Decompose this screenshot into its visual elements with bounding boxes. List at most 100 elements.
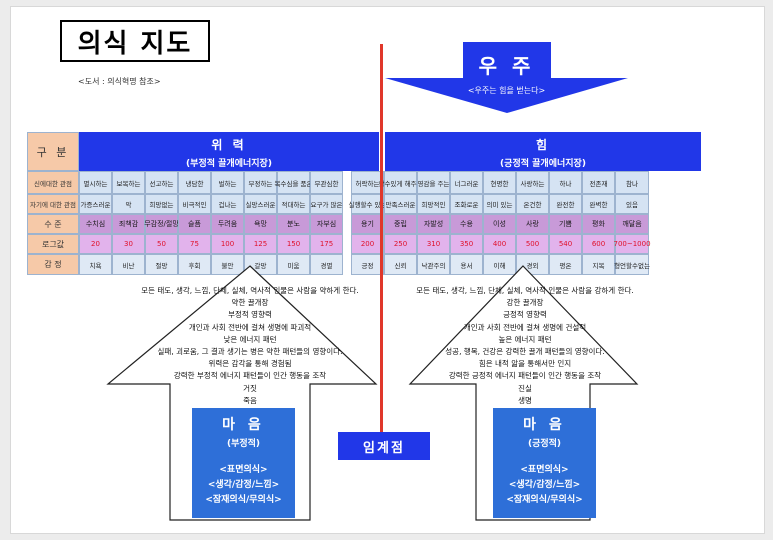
row-label: 신에대한 관점 <box>27 171 79 194</box>
table-cell: 가증스러운 <box>79 194 112 214</box>
table-cell: 비난 <box>112 254 145 275</box>
mind-positive-subtitle: (긍정적) <box>527 439 562 449</box>
row-label: 수 준 <box>27 214 79 234</box>
mind-positive-box: 마 음 (긍정적) <표면의식> <생각/감정/느낌> <잠재의식/무의식> <box>493 408 596 518</box>
table-cell: 비극적인 <box>178 194 211 214</box>
universe-arrow-shape <box>385 42 628 113</box>
table-cell: 죄책감 <box>112 214 145 234</box>
table-cell: 악 <box>112 194 145 214</box>
table-cell: 이성 <box>483 214 516 234</box>
info-line: 개인과 사회 전반에 걸쳐 생명에 건설적 <box>463 322 587 332</box>
info-line: 개인과 사회 전반에 걸쳐 생명에 파괴적 <box>188 322 312 332</box>
table-cell: 125 <box>244 234 277 254</box>
table-cell: 310 <box>417 234 450 254</box>
info-line: 강한 끌개장 <box>506 298 544 308</box>
table-cell: 슬픔 <box>178 214 211 234</box>
table-cell: 조화로운 <box>450 194 483 214</box>
table-cell: 평온 <box>549 254 582 275</box>
negative-info-list: 모든 태도, 생각, 느낌, 단체, 실체, 역사적 인물은 사람을 약하게 한… <box>100 285 400 407</box>
power-header: 힘 (긍정적 끌개에너지장) <box>385 132 701 171</box>
table-cell: 낙관주의 <box>417 254 450 275</box>
table-cell: 적대하는 <box>277 194 310 214</box>
force-subtitle: (부정적 끌개에너지장) <box>186 159 272 169</box>
table-cell: 무감정/절망 <box>144 214 179 234</box>
table-cell: 경멸 <box>310 254 343 275</box>
table-cell: 분노 <box>277 214 310 234</box>
force-header: 위 력 (부정적 끌개에너지장) <box>79 132 379 171</box>
mind-negative-title: 마 음 <box>222 417 265 433</box>
info-line: 긍정적 영향력 <box>503 310 547 320</box>
row-label: 자기에 대한 관점 <box>27 194 79 214</box>
info-line: 죽음 <box>243 395 257 405</box>
table-cell: 치욕 <box>79 254 112 275</box>
table-cell: 700~1000 <box>613 234 651 254</box>
category-header: 구 분 <box>27 132 79 171</box>
threshold-label: 임계점 <box>338 432 430 460</box>
table-cell: 350 <box>450 234 483 254</box>
table-cell: 너그러운 <box>450 171 483 194</box>
table-cell: 실행할수 있는 <box>349 194 386 214</box>
table-cell: 무관심한 <box>310 171 343 194</box>
table-cell: 욕망 <box>244 214 277 234</box>
mind-negative-box: 마 음 (부정적) <표면의식> <생각/감정/느낌> <잠재의식/무의식> <box>192 408 295 518</box>
row-label: 로그값 <box>27 234 79 254</box>
mind-positive-line: <표면의식> <box>520 465 569 475</box>
info-line: 실패, 괴로움, 그 결과 생기는 병은 약한 패턴들의 영향이다. <box>157 347 343 357</box>
mind-negative-line: <생각/감정/느낌> <box>207 480 280 490</box>
table-cell: 영감을 주는 <box>417 171 450 194</box>
table-cell: 만족스러운 <box>384 194 417 214</box>
table-cell: 540 <box>549 234 582 254</box>
row-label: 감 정 <box>27 254 79 275</box>
table-cell: 기쁨 <box>549 214 582 234</box>
divider-line <box>380 44 383 442</box>
table-cell: 하나 <box>549 171 582 194</box>
info-line: 위력은 감각을 통해 경험됨 <box>208 359 292 369</box>
table-cell: 신뢰 <box>384 254 417 275</box>
table-cell: 미움 <box>277 254 310 275</box>
table-cell: 150 <box>277 234 310 254</box>
table-cell: 참나 <box>615 171 649 194</box>
table-cell: 냉담한 <box>178 171 211 194</box>
table-cell: 600 <box>582 234 615 254</box>
mind-positive-title: 마 음 <box>523 417 566 433</box>
table-cell: 있음 <box>615 194 649 214</box>
table-cell: 완전한 <box>549 194 582 214</box>
table-cell: 형언할수없는 <box>614 254 650 275</box>
force-title: 위 력 <box>211 138 247 152</box>
mind-positive-line: <잠재의식/무의식> <box>506 495 583 505</box>
table-cell: 선고하는 <box>145 171 178 194</box>
table-cell: 후회 <box>178 254 211 275</box>
positive-info-list: 모든 태도, 생각, 느낌, 단체, 실체, 역사적 인물은 사람을 강하게 한… <box>395 285 655 407</box>
info-line: 진실 <box>518 383 532 393</box>
table-cell: 전존재 <box>582 171 615 194</box>
info-line: 모든 태도, 생각, 느낌, 단체, 실체, 역사적 인물은 사람을 강하게 한… <box>416 286 634 295</box>
table-cell: 희망없는 <box>145 194 178 214</box>
table-cell: 사랑하는 <box>516 171 549 194</box>
table-cell: 100 <box>211 234 244 254</box>
table-cell: 겁나는 <box>211 194 244 214</box>
table-cell: 500 <box>516 234 549 254</box>
table-cell: 복수심을 품은 <box>275 171 312 194</box>
table-cell: 부정하는 <box>244 171 277 194</box>
table-cell: 중립 <box>384 214 417 234</box>
table-cell: 의미 있는 <box>483 194 516 214</box>
page-title: 의식 지도 <box>60 20 210 62</box>
table-cell: 용서 <box>450 254 483 275</box>
info-line: 높은 에너지 패턴 <box>498 334 552 344</box>
table-cell: 불안 <box>211 254 244 275</box>
table-cell: 완벽한 <box>582 194 615 214</box>
table-cell: 온건한 <box>516 194 549 214</box>
table-cell: 자발성 <box>417 214 450 234</box>
table-cell: 175 <box>310 234 343 254</box>
table-cell: 희망적인 <box>417 194 450 214</box>
table-cell: 실망스러운 <box>244 194 277 214</box>
table-cell: 수치심 <box>79 214 112 234</box>
info-line: 부정적 영향력 <box>228 310 272 320</box>
table-cell: 절망 <box>145 254 178 275</box>
table-cell: 수용 <box>450 214 483 234</box>
source-note: <도서 : 의식혁명 참조> <box>78 77 161 86</box>
